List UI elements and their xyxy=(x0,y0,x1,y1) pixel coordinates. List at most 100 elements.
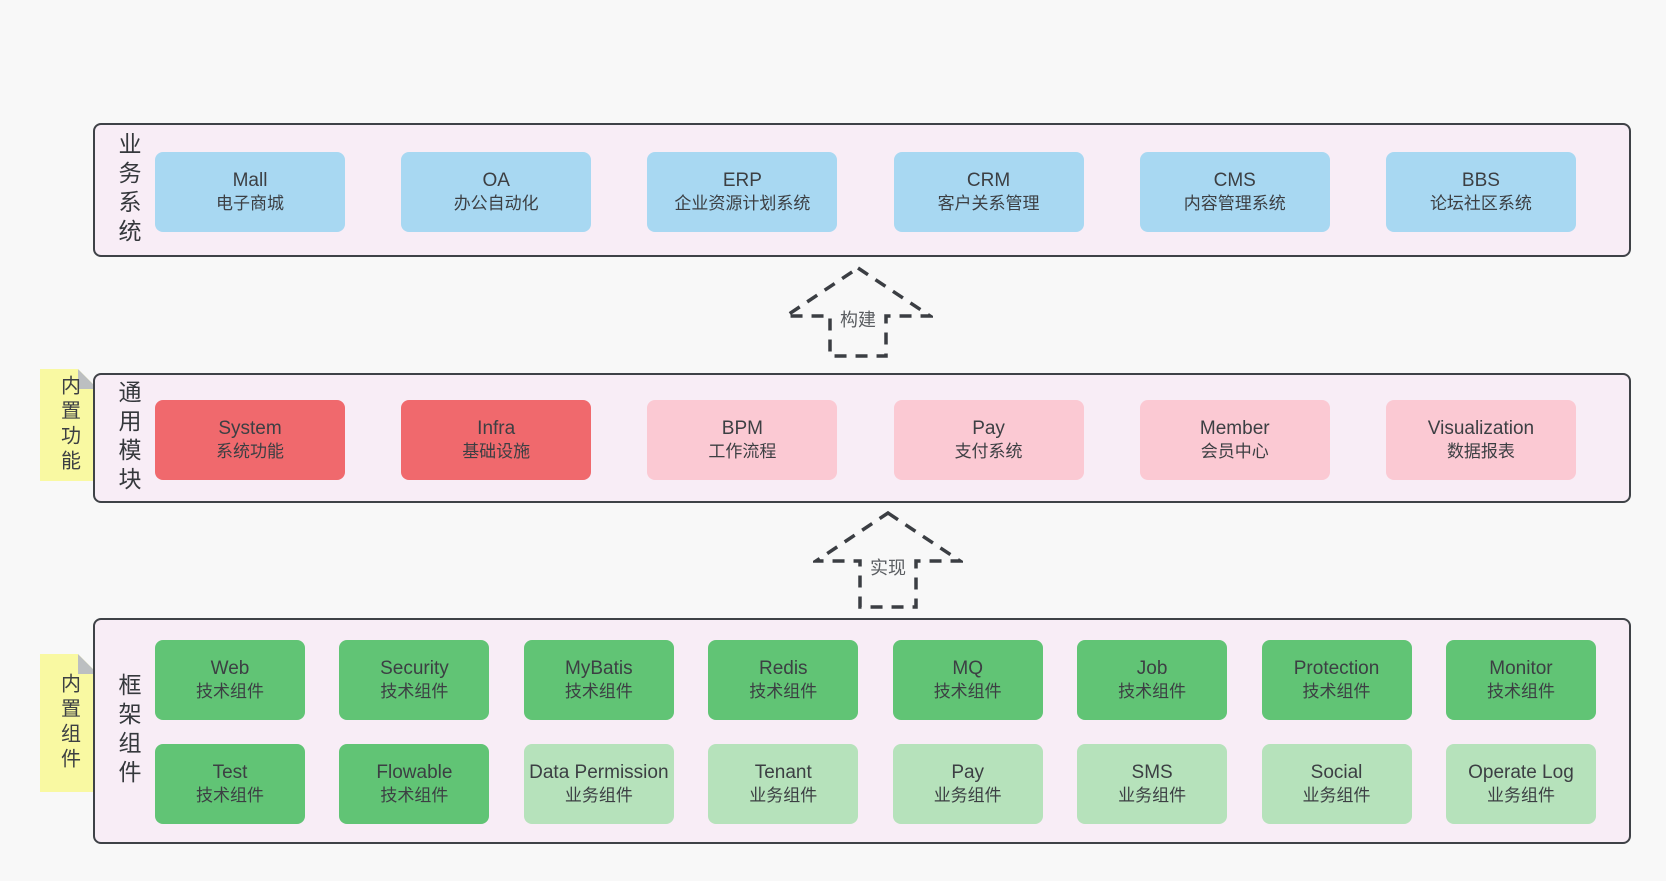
box-subtitle: 技术组件 xyxy=(380,682,449,702)
box-title: Flowable xyxy=(376,762,453,784)
box-subtitle: 系统功能 xyxy=(216,442,284,462)
box-monitor: Monitor 技术组件 xyxy=(1445,640,1596,720)
box-sms: SMS 业务组件 xyxy=(1077,744,1228,824)
box-protection: Protection 技术组件 xyxy=(1261,640,1412,720)
box-title: BPM xyxy=(721,418,763,440)
box-pay-component: Pay 业务组件 xyxy=(892,744,1043,824)
box-subtitle: 企业资源计划系统 xyxy=(674,194,811,214)
box-subtitle: 内容管理系统 xyxy=(1183,194,1286,214)
band-business-systems: 业务系统 Mall 电子商城 OA 办公自动化 ERP 企业资源计划系统 CRM… xyxy=(93,123,1631,257)
arrow-label: 实现 xyxy=(867,553,909,580)
box-oa: OA 办公自动化 xyxy=(401,152,592,232)
box-flowable: Flowable 技术组件 xyxy=(339,744,490,824)
box-bpm: BPM 工作流程 xyxy=(647,400,838,480)
box-title: CRM xyxy=(966,170,1011,192)
box-subtitle: 数据报表 xyxy=(1446,442,1515,462)
box-subtitle: 技术组件 xyxy=(1486,682,1555,702)
box-cms: CMS 内容管理系统 xyxy=(1139,152,1330,232)
box-member: Member 会员中心 xyxy=(1139,400,1330,480)
box-title: Pay xyxy=(951,762,985,784)
box-subtitle: 技术组件 xyxy=(1118,682,1187,702)
band-framework-components: 框架组件 Web 技术组件 Security 技术组件 MyBatis 技术组件… xyxy=(93,618,1631,844)
box-title: Protection xyxy=(1293,658,1380,680)
box-title: Data Permission xyxy=(529,762,669,784)
biz-components-row: Test 技术组件 Flowable 技术组件 Data Permission … xyxy=(95,744,1629,824)
box-title: Security xyxy=(380,658,449,680)
box-mall: Mall 电子商城 xyxy=(155,152,345,232)
box-security: Security 技术组件 xyxy=(339,640,490,720)
box-subtitle: 技术组件 xyxy=(196,786,264,806)
box-social: Social 业务组件 xyxy=(1261,744,1412,824)
box-subtitle: 技术组件 xyxy=(564,682,633,702)
box-title: OA xyxy=(482,170,510,192)
box-subtitle: 技术组件 xyxy=(380,786,449,806)
box-subtitle: 电子商城 xyxy=(216,194,284,214)
box-subtitle: 技术组件 xyxy=(196,682,264,702)
box-subtitle: 业务组件 xyxy=(1486,786,1555,806)
box-mybatis: MyBatis 技术组件 xyxy=(523,640,674,720)
box-subtitle: 办公自动化 xyxy=(453,194,539,214)
box-title: Redis xyxy=(758,658,808,680)
box-title: Test xyxy=(212,762,248,784)
box-title: Visualization xyxy=(1427,418,1535,440)
box-title: Mall xyxy=(232,170,268,192)
box-subtitle: 工作流程 xyxy=(708,442,777,462)
box-subtitle: 业务组件 xyxy=(1118,786,1187,806)
box-title: CMS xyxy=(1213,170,1256,192)
band-common-modules: 通用模块 System 系统功能 Infra 基础设施 BPM 工作流程 Pay… xyxy=(93,373,1631,503)
business-systems-row: Mall 电子商城 OA 办公自动化 ERP 企业资源计划系统 CRM 客户关系… xyxy=(95,152,1629,232)
box-subtitle: 技术组件 xyxy=(933,682,1002,702)
box-title: Member xyxy=(1199,418,1270,440)
box-title: Monitor xyxy=(1489,658,1553,680)
sticky-note-builtin-features: 内置功能 xyxy=(40,369,98,481)
box-operate-log: Operate Log 业务组件 xyxy=(1445,744,1596,824)
box-bbs: BBS 论坛社区系统 xyxy=(1385,152,1576,232)
arrow-up-icon xyxy=(813,510,963,609)
box-title: Social xyxy=(1310,762,1363,784)
box-redis: Redis 技术组件 xyxy=(708,640,859,720)
box-subtitle: 业务组件 xyxy=(933,786,1002,806)
box-erp: ERP 企业资源计划系统 xyxy=(647,152,838,232)
arrow-label: 构建 xyxy=(837,306,879,333)
box-job: Job 技术组件 xyxy=(1077,640,1228,720)
box-mq: MQ 技术组件 xyxy=(892,640,1043,720)
arrow-implement: 实现 xyxy=(813,509,963,611)
box-title: Web xyxy=(210,658,250,680)
band-label: 框架组件 xyxy=(115,673,141,789)
box-title: Pay xyxy=(972,418,1005,440)
box-crm: CRM 客户关系管理 xyxy=(893,152,1084,232)
box-title: Infra xyxy=(477,418,516,440)
box-title: ERP xyxy=(722,170,762,192)
box-title: MQ xyxy=(952,658,983,680)
box-subtitle: 技术组件 xyxy=(1302,682,1371,702)
box-subtitle: 会员中心 xyxy=(1200,442,1269,462)
sticky-note-builtin-components: 内置组件 xyxy=(40,654,98,792)
box-tenant: Tenant 业务组件 xyxy=(708,744,859,824)
band-label: 通用模块 xyxy=(115,380,141,496)
box-test: Test 技术组件 xyxy=(155,744,305,824)
box-system: System 系统功能 xyxy=(155,400,345,480)
box-title: MyBatis xyxy=(565,658,633,680)
tech-components-row: Web 技术组件 Security 技术组件 MyBatis 技术组件 Redi… xyxy=(95,640,1629,720)
box-title: BBS xyxy=(1461,170,1500,192)
box-subtitle: 业务组件 xyxy=(1302,786,1371,806)
box-title: Job xyxy=(1136,658,1168,680)
box-web: Web 技术组件 xyxy=(155,640,305,720)
sticky-label: 内置组件 xyxy=(57,673,80,773)
box-subtitle: 基础设施 xyxy=(462,442,531,462)
box-pay-system: Pay 支付系统 xyxy=(893,400,1084,480)
box-data-permission: Data Permission 业务组件 xyxy=(523,744,674,824)
sticky-label: 内置功能 xyxy=(57,375,80,475)
box-subtitle: 业务组件 xyxy=(749,786,818,806)
box-title: System xyxy=(218,418,282,440)
band-label: 业务系统 xyxy=(115,132,141,248)
arrow-build: 构建 xyxy=(783,264,933,360)
box-subtitle: 业务组件 xyxy=(564,786,633,806)
box-subtitle: 支付系统 xyxy=(954,442,1023,462)
box-subtitle: 客户关系管理 xyxy=(937,194,1040,214)
box-title: SMS xyxy=(1131,762,1173,784)
box-title: Tenant xyxy=(754,762,812,784)
box-subtitle: 论坛社区系统 xyxy=(1429,194,1532,214)
box-visualization: Visualization 数据报表 xyxy=(1385,400,1576,480)
box-subtitle: 技术组件 xyxy=(749,682,818,702)
